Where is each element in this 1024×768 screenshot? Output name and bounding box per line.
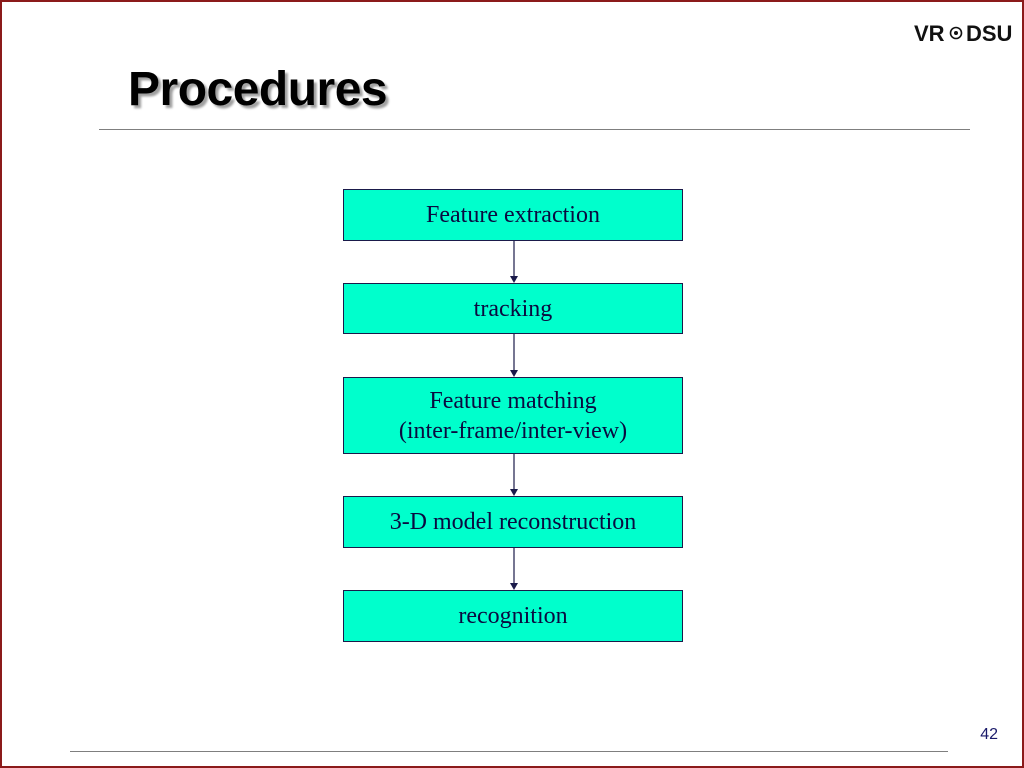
step-tracking: tracking bbox=[343, 283, 683, 334]
step-feature-extraction: Feature extraction bbox=[343, 189, 683, 241]
svg-text:DSU: DSU bbox=[966, 21, 1012, 46]
step-3d-model-reconstruction: 3-D model reconstruction bbox=[343, 496, 683, 548]
step-feature-matching: Feature matching (inter-frame/inter-view… bbox=[343, 377, 683, 454]
step-label: Feature matching bbox=[429, 387, 597, 414]
svg-text:VR: VR bbox=[914, 21, 945, 46]
step-recognition: recognition bbox=[343, 590, 683, 642]
arrow-tracking-to-matching bbox=[510, 334, 518, 377]
step-label: tracking bbox=[473, 295, 553, 322]
footer-divider bbox=[70, 751, 948, 752]
step-label: recognition bbox=[458, 603, 568, 629]
page-title: Procedures bbox=[128, 63, 388, 116]
arrow-reconstruction-to-recognition bbox=[510, 548, 518, 590]
arrow-matching-to-reconstruction bbox=[510, 454, 518, 496]
step-label: 3-D model reconstruction bbox=[389, 509, 637, 535]
step-sublabel: (inter-frame/inter-view) bbox=[398, 417, 628, 444]
page-number: 42 bbox=[980, 726, 998, 743]
step-label: Feature extraction bbox=[426, 202, 600, 228]
arrow-extraction-to-tracking bbox=[510, 241, 518, 283]
title-divider bbox=[99, 129, 970, 130]
vr-dsu-logo: VR DSU bbox=[914, 21, 1012, 46]
